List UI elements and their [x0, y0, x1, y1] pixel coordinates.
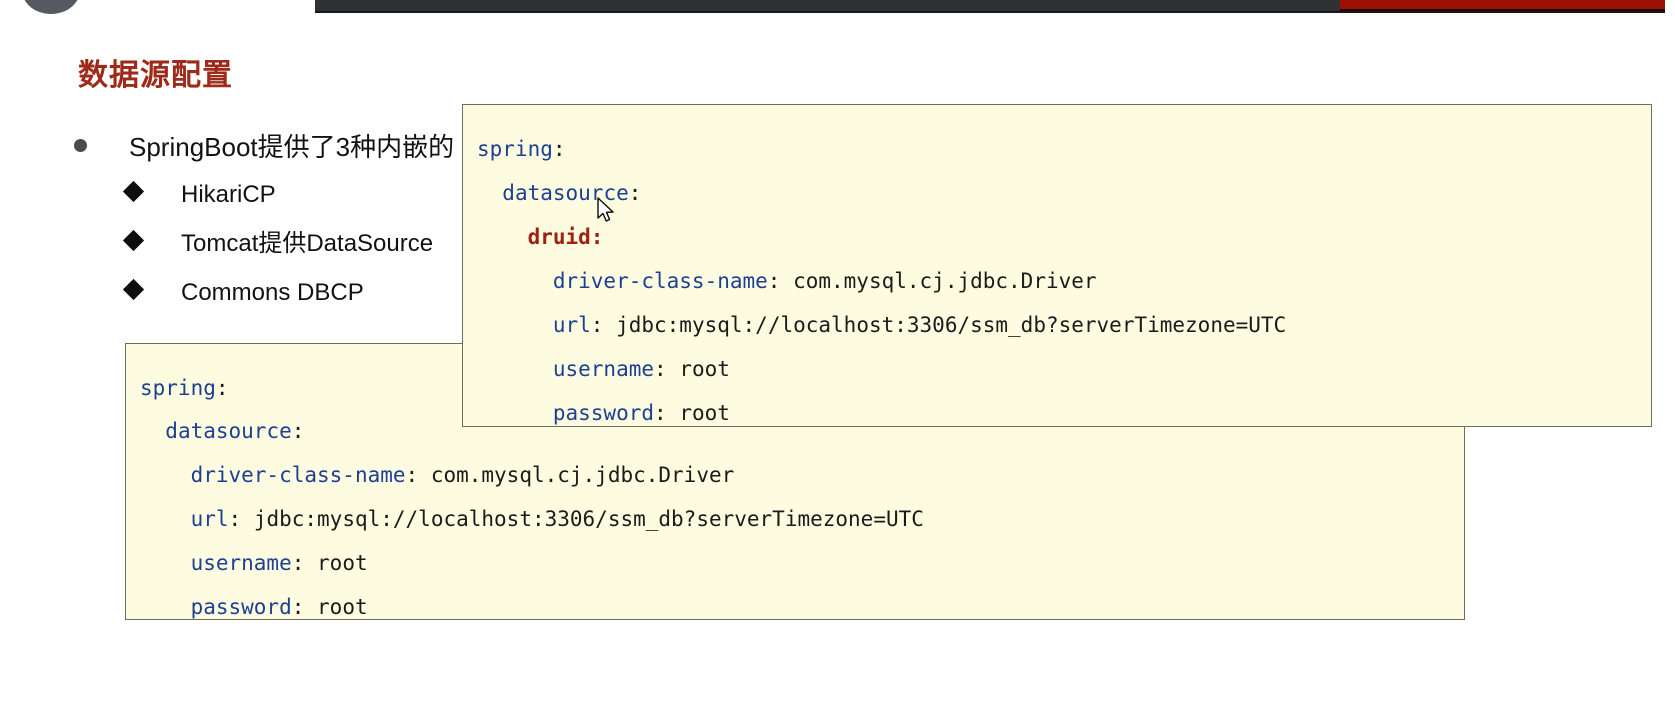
code-line: spring: [140, 378, 229, 399]
list-item-label: Commons DBCP [181, 279, 364, 306]
code-key: driver-class-name [552, 269, 768, 293]
code-line: spring: [477, 139, 566, 160]
presentation-progress-fill [1340, 0, 1665, 11]
code-key: username [552, 357, 655, 381]
code-key: spring [477, 137, 553, 161]
code-indent [140, 551, 191, 575]
code-key: password [190, 595, 292, 619]
code-key: url [190, 507, 229, 531]
list-item-label: Tomcat提供DataSource [181, 230, 434, 257]
list-item-tomcat-datasource: Tomcat提供DataSource [122, 229, 434, 257]
code-indent [477, 225, 528, 249]
code-indent [140, 507, 191, 531]
code-indent [477, 313, 553, 337]
page-title: 数据源配置 [78, 59, 233, 92]
code-line: driver-class-name: com.mysql.cj.jdbc.Dri… [140, 463, 735, 487]
code-value: root [666, 401, 730, 425]
code-value: root [666, 357, 730, 381]
code-value: jdbc:mysql://localhost:3306/ssm_db?serve… [603, 313, 1287, 337]
code-colon: : [590, 225, 604, 249]
code-colon: : [291, 595, 305, 619]
list-item-label: SpringBoot提供了3种内嵌的 [129, 132, 455, 162]
list-item-level1: SpringBoot提供了3种内嵌的 [74, 134, 454, 160]
code-indent [140, 419, 165, 443]
code-indent [477, 401, 553, 425]
code-indent [477, 269, 553, 293]
bullet-diamond-icon [122, 229, 145, 252]
list-item-commons-dbcp: Commons DBCP [122, 278, 364, 306]
code-line: password: root [140, 597, 368, 618]
code-colon: : [228, 507, 242, 531]
code-colon: : [654, 357, 667, 381]
code-key: username [190, 551, 292, 575]
list-item-hikaricp: HikariCP [122, 180, 276, 208]
code-colon: : [291, 419, 305, 443]
code-colon: : [590, 313, 604, 337]
code-key-highlight: druid [527, 225, 591, 249]
code-line: username: root [140, 553, 368, 574]
code-value: com.mysql.cj.jdbc.Driver [780, 269, 1097, 293]
code-key: url [552, 313, 591, 337]
code-key: driver-class-name [190, 463, 406, 487]
code-value: root [304, 551, 368, 575]
bullet-diamond-icon [122, 180, 145, 203]
code-key: spring [140, 376, 216, 400]
list-item-label: HikariCP [181, 181, 276, 208]
code-line: datasource: [477, 183, 641, 204]
code-line-druid: druid: [477, 225, 604, 249]
code-value: com.mysql.cj.jdbc.Driver [418, 463, 735, 487]
code-line: datasource: [140, 421, 304, 442]
code-indent [477, 357, 553, 381]
code-value: root [304, 595, 368, 619]
code-colon: : [628, 181, 642, 205]
top-chrome-strip [0, 0, 1675, 16]
code-colon: : [215, 376, 229, 400]
code-line: url: jdbc:mysql://localhost:3306/ssm_db?… [140, 509, 924, 530]
code-indent [477, 181, 502, 205]
code-indent [140, 463, 191, 487]
code-key: password [552, 401, 655, 425]
code-line: password: root [477, 403, 730, 424]
code-key: datasource [502, 181, 629, 205]
bullet-dot-icon [74, 139, 87, 152]
code-indent [140, 595, 191, 619]
code-colon: : [552, 137, 566, 161]
code-colon: : [654, 401, 667, 425]
code-value: jdbc:mysql://localhost:3306/ssm_db?serve… [241, 507, 924, 531]
slide-canvas: 数据源配置 SpringBoot提供了3种内嵌的 HikariCP Tomcat… [0, 16, 1675, 706]
code-line: username: root [477, 359, 730, 380]
app-logo-icon [22, 0, 80, 14]
presentation-progress-bar[interactable] [315, 0, 1665, 13]
code-colon: : [767, 269, 781, 293]
code-colon: : [405, 463, 419, 487]
bullet-diamond-icon [122, 278, 145, 301]
code-key: datasource [165, 419, 292, 443]
code-block-druid-overlay: spring: datasource: druid: driver-class-… [462, 104, 1652, 427]
code-colon: : [291, 551, 305, 575]
code-line: driver-class-name: com.mysql.cj.jdbc.Dri… [477, 271, 1097, 292]
code-line: url: jdbc:mysql://localhost:3306/ssm_db?… [477, 315, 1286, 336]
